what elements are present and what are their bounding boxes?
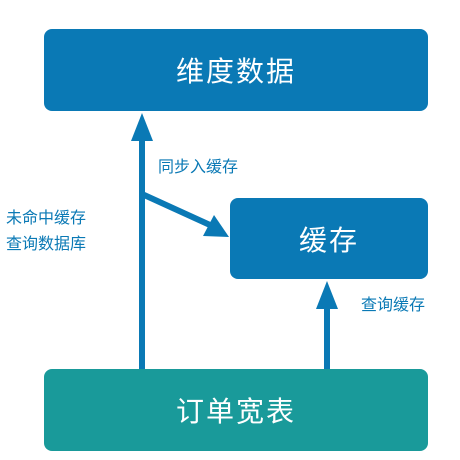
dimension-data-box: 维度数据 xyxy=(44,29,428,111)
arrowhead-dimension xyxy=(131,113,153,141)
cache-box: 缓存 xyxy=(230,198,428,279)
cache-label: 缓存 xyxy=(298,223,359,257)
cache-miss-line-1: 未命中缓存 xyxy=(6,208,87,227)
order-wide-table-box: 订单宽表 xyxy=(44,369,428,451)
arrow-sync-to-cache xyxy=(140,191,212,228)
query-cache-label: 查询缓存 xyxy=(361,295,426,314)
arrowhead-cache-sync xyxy=(203,215,229,237)
sync-to-cache-label: 同步入缓存 xyxy=(158,157,239,176)
dimension-data-label: 维度数据 xyxy=(175,55,296,88)
order-wide-table-label: 订单宽表 xyxy=(175,395,296,428)
cache-miss-line-2: 查询数据库 xyxy=(6,234,87,253)
cache-miss-label: 未命中缓存 查询数据库 xyxy=(6,205,86,257)
arrowhead-cache-query xyxy=(316,281,338,309)
